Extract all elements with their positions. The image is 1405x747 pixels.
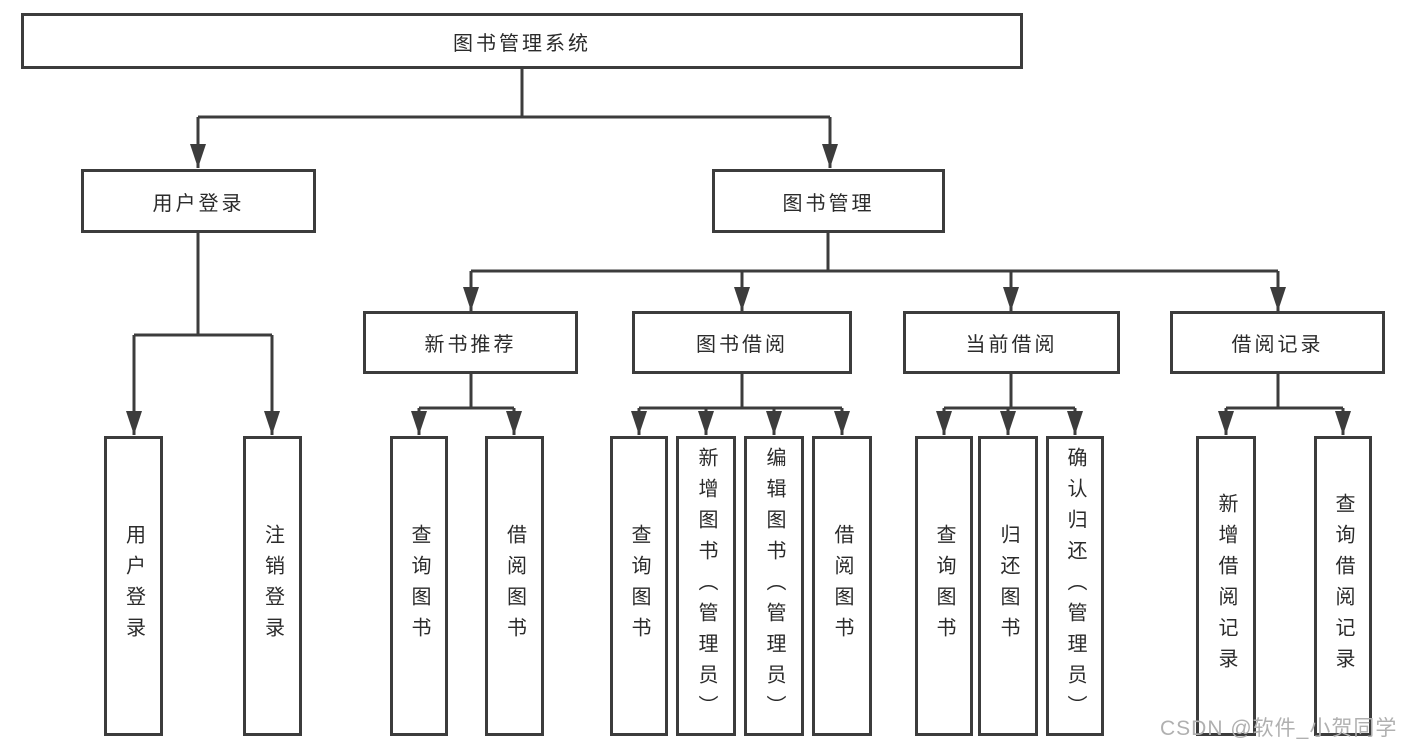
connector-current-borrow-children <box>936 374 1083 435</box>
node-current-borrowing: 当前借阅 <box>903 311 1120 374</box>
connector-root-to-level2 <box>190 69 838 168</box>
node-label: 查询图书 <box>628 524 650 648</box>
leaf-confirm-return-admin: 确认归还（管理员） <box>1046 436 1104 736</box>
leaf-query-borrow-record: 查询借阅记录 <box>1314 436 1372 736</box>
node-label: 图书借阅 <box>696 334 788 356</box>
leaf-logout: 注销登录 <box>243 436 302 736</box>
node-label: 借阅图书 <box>831 524 853 648</box>
node-label: 新增图书（管理员） <box>695 446 717 726</box>
node-label: 当前借阅 <box>965 334 1058 356</box>
leaf-user-login: 用户登录 <box>104 436 163 736</box>
node-label: 查询借阅记录 <box>1332 493 1354 679</box>
node-label: 注销登录 <box>261 524 284 648</box>
connector-new-book-rec-children <box>411 374 522 435</box>
leaf-query-books-3: 查询图书 <box>915 436 973 736</box>
node-label: 查询图书 <box>408 524 430 648</box>
leaf-borrow-books-1: 借阅图书 <box>485 436 544 736</box>
node-label: 借阅记录 <box>1231 334 1324 356</box>
node-new-book-recommendation: 新书推荐 <box>363 311 578 374</box>
node-label: 查询图书 <box>933 524 955 648</box>
connector-book-mgmt-to-level3 <box>463 233 1286 311</box>
leaf-edit-books-admin: 编辑图书（管理员） <box>744 436 804 736</box>
node-label: 图书管理系统 <box>453 32 591 55</box>
leaf-query-books-1: 查询图书 <box>390 436 448 736</box>
node-library-management-system: 图书管理系统 <box>21 13 1023 69</box>
csdn-watermark: CSDN @软件_小贺同学 <box>1160 717 1398 740</box>
node-label: 确认归还（管理员） <box>1064 446 1086 726</box>
connector-borrow-record-children <box>1218 374 1351 435</box>
connector-user-login-children <box>126 233 280 435</box>
node-book-management: 图书管理 <box>712 169 945 233</box>
node-borrowing-records: 借阅记录 <box>1170 311 1385 374</box>
node-label: 用户登录 <box>152 192 245 215</box>
leaf-borrow-books-2: 借阅图书 <box>812 436 872 736</box>
node-label: 图书管理 <box>782 192 875 215</box>
leaf-add-books-admin: 新增图书（管理员） <box>676 436 736 736</box>
node-label: 借阅图书 <box>503 524 526 648</box>
node-label: 归还图书 <box>997 524 1019 648</box>
node-book-borrowing: 图书借阅 <box>632 311 852 374</box>
connector-book-borrow-children <box>631 374 850 435</box>
node-user-login: 用户登录 <box>81 169 316 233</box>
node-label: 用户登录 <box>122 524 145 648</box>
leaf-add-borrow-record: 新增借阅记录 <box>1196 436 1256 736</box>
node-label: 新增借阅记录 <box>1215 493 1237 679</box>
leaf-return-books: 归还图书 <box>978 436 1038 736</box>
node-label: 新书推荐 <box>424 334 517 356</box>
leaf-query-books-2: 查询图书 <box>610 436 668 736</box>
node-label: 编辑图书（管理员） <box>763 446 785 726</box>
